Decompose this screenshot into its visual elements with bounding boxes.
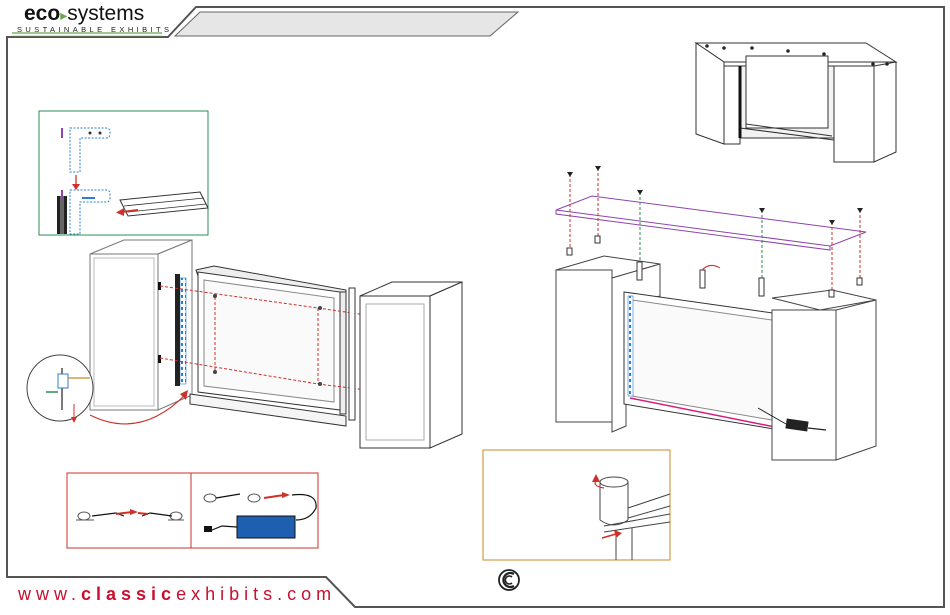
- power-supply-box: [237, 516, 295, 538]
- assembled-counter-view: [696, 43, 896, 162]
- cable-connection-box: [67, 473, 318, 548]
- bracket-detail-box: [39, 111, 208, 235]
- classic-exhibits-c-logo-icon: [499, 570, 519, 590]
- center-frame-panel: [190, 266, 346, 426]
- exploded-frame-assembly: [27, 240, 462, 448]
- counter-top-slab: [556, 196, 866, 246]
- exploded-counter-top-assembly: [556, 166, 876, 460]
- led-strip-right-a: [628, 296, 633, 396]
- title-banner: [175, 12, 518, 36]
- cam-lock-detail-box: [483, 450, 670, 560]
- led-strip-left: [180, 278, 186, 384]
- right-cabinet: [360, 282, 462, 448]
